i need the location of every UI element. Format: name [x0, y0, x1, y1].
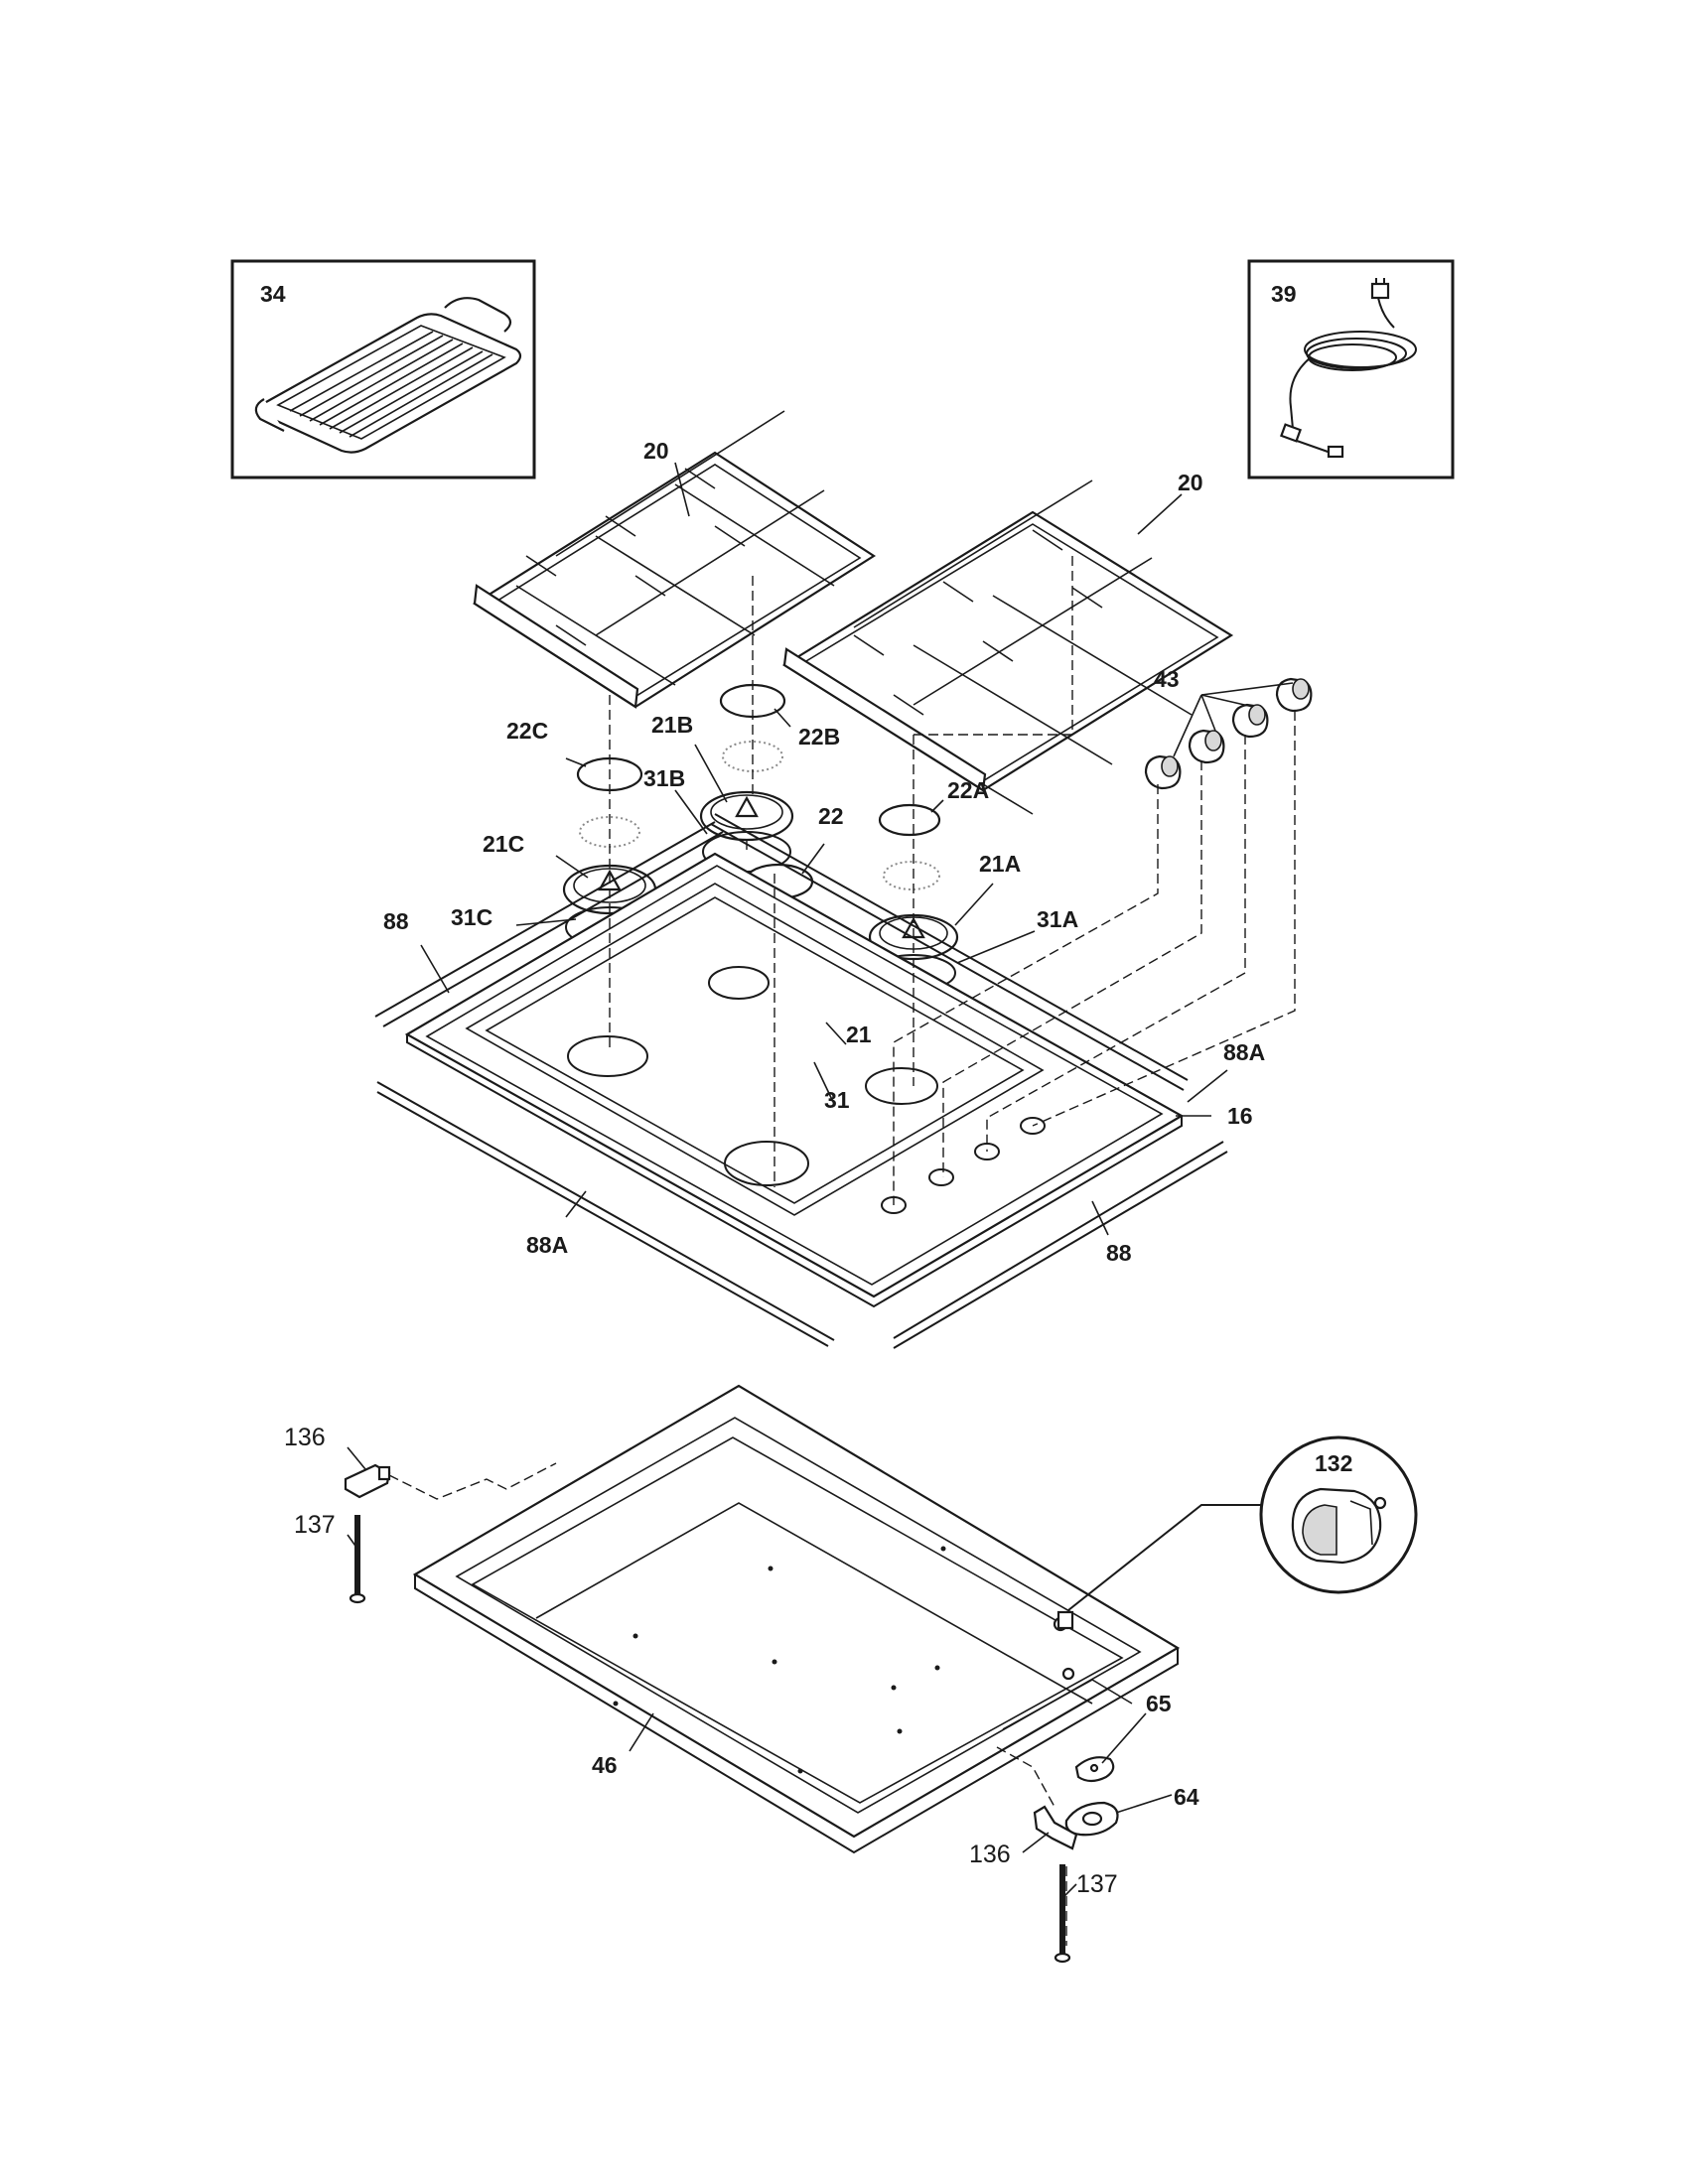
control-knob-1	[1144, 754, 1182, 790]
bracket-136-top	[344, 1463, 391, 1499]
inset-label-39: 39	[1271, 281, 1297, 307]
knob-set	[1144, 677, 1313, 790]
trim-88-left	[374, 821, 724, 1027]
callout-22a: 22A	[947, 777, 989, 803]
callout-31a: 31A	[1037, 906, 1078, 932]
callout-46: 46	[592, 1752, 618, 1778]
plate-64	[1064, 1801, 1119, 1837]
screw-137-top	[349, 1515, 366, 1604]
inset-label-34: 34	[260, 281, 286, 307]
callout-21: 21	[846, 1022, 872, 1047]
inset-circle-regulator: 132	[1259, 1435, 1418, 1594]
callout-136-bottom: 136	[969, 1841, 1011, 1868]
callout-22b: 22B	[798, 724, 840, 750]
grate-left	[472, 410, 877, 709]
trim-88a-front	[376, 1081, 835, 1347]
callout-31c: 31C	[451, 904, 492, 930]
callout-136-top: 136	[284, 1424, 326, 1451]
burner-hole-right	[865, 1067, 938, 1105]
bracket-136-bottom	[1033, 1805, 1078, 1850]
callout-22: 22	[818, 803, 844, 829]
gasket-65	[1074, 1756, 1115, 1783]
callout-88a-right: 88A	[1223, 1039, 1265, 1065]
screw-137-bottom	[1054, 1864, 1071, 1964]
inset-label-132: 132	[1315, 1450, 1352, 1476]
burner-spreader-a	[883, 861, 940, 890]
callout-21b: 21B	[651, 712, 693, 738]
callout-137-bottom: 137	[1076, 1870, 1118, 1898]
callout-21a: 21A	[979, 851, 1021, 877]
callout-16: 16	[1227, 1103, 1253, 1129]
burner-hole-front-left	[724, 1141, 809, 1186]
burner-hole-center	[708, 966, 770, 1000]
callout-20-left: 20	[643, 438, 669, 464]
knob-hole-4	[1020, 1117, 1046, 1135]
grate-right	[781, 479, 1234, 815]
callout-88-front: 88	[1106, 1240, 1132, 1266]
callout-31b: 31B	[643, 765, 685, 791]
callout-21c: 21C	[483, 831, 524, 857]
callout-65: 65	[1146, 1691, 1172, 1716]
trim-88a-right	[710, 813, 1189, 1091]
callout-43: 43	[1154, 666, 1180, 692]
gas-regulator-icon	[1291, 1487, 1387, 1565]
knob-hole-2	[928, 1168, 954, 1186]
inset-box-griddle: 34	[230, 259, 536, 479]
power-cord-icon	[1280, 278, 1417, 459]
callout-88-left: 88	[383, 908, 409, 934]
control-knob-3	[1231, 703, 1269, 739]
inset-box-power-cord: 39	[1247, 259, 1455, 479]
callout-64: 64	[1174, 1784, 1199, 1810]
callout-labels: 20 20 43 22C 22B 22A 22 21B 31B 21C 31C …	[284, 438, 1265, 1898]
callout-137-top: 137	[294, 1511, 336, 1539]
trim-88-front	[893, 1141, 1228, 1349]
leader-132	[1067, 1504, 1261, 1611]
burner-hole-rear-left	[567, 1035, 648, 1077]
burner-head-21b	[699, 790, 794, 842]
callout-22c: 22C	[506, 718, 548, 744]
leader-lines	[347, 462, 1294, 1897]
burner-cap-22a	[878, 803, 941, 837]
callout-20-right: 20	[1178, 470, 1203, 495]
callout-31: 31	[824, 1087, 850, 1113]
control-knob-4	[1275, 677, 1313, 713]
regulator-stub	[1056, 1610, 1074, 1630]
assembly-lines	[388, 556, 1296, 1946]
callout-88a-front: 88A	[526, 1232, 568, 1258]
griddle-icon	[254, 297, 522, 454]
control-knob-2	[1188, 729, 1225, 764]
